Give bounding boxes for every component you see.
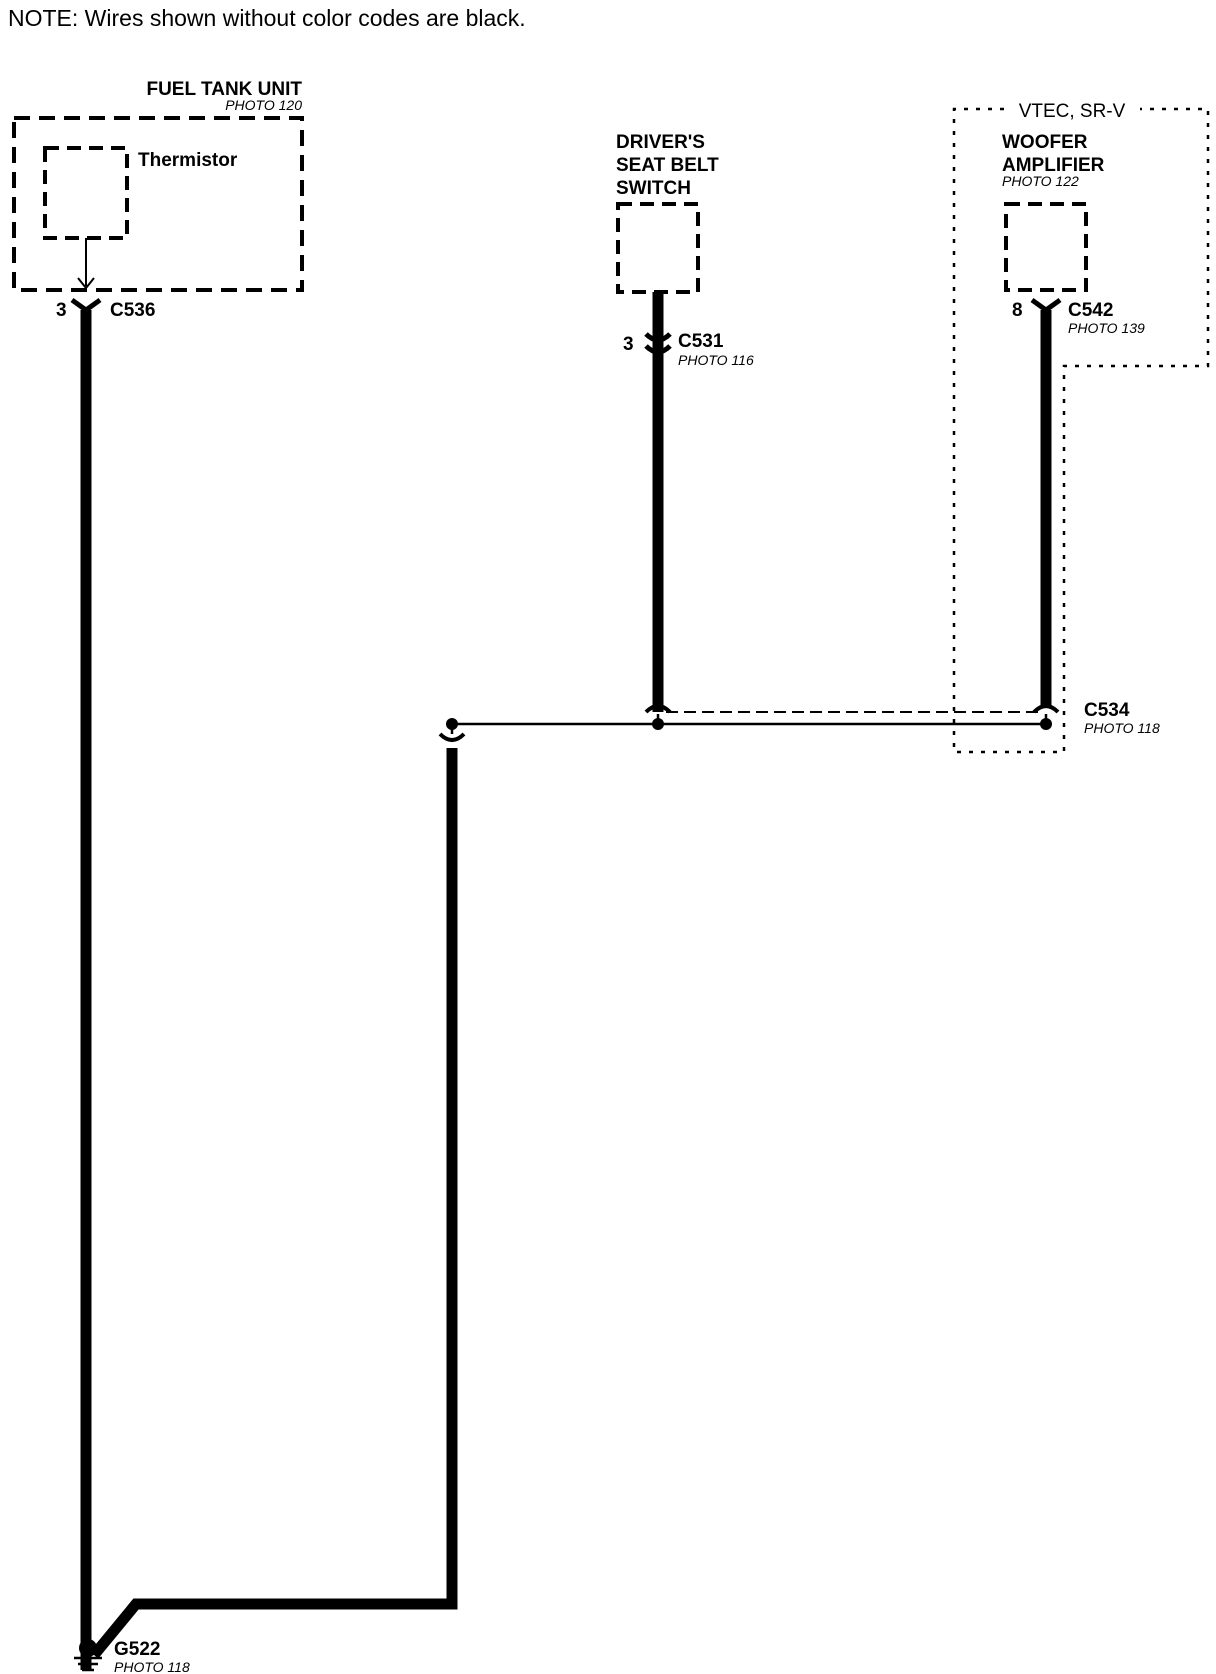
woofer-amp-title-2: AMPLIFIER — [1002, 155, 1105, 176]
woofer-amp-title-1: WOOFER — [1002, 132, 1088, 153]
c542-label: C542 — [1068, 300, 1113, 321]
c536-pin: 3 — [56, 300, 67, 321]
seat-belt-switch-box — [616, 202, 700, 294]
c531-connector-top — [644, 332, 672, 343]
splice-dot-middle — [652, 718, 664, 730]
ground-point — [79, 1639, 97, 1657]
woofer-amp-photo: PHOTO 122 — [1002, 173, 1079, 189]
c542-photo: PHOTO 139 — [1068, 320, 1145, 336]
seat-belt-switch-title-1: DRIVER'S — [616, 132, 705, 153]
thermistor-arrow — [77, 277, 95, 290]
fuel-tank-unit-photo: PHOTO 120 — [225, 97, 302, 113]
g522-photo: PHOTO 118 — [114, 1659, 190, 1674]
c536-connector-symbol — [70, 297, 102, 314]
c534-photo: PHOTO 118 — [1084, 720, 1160, 736]
option-label: VTEC, SR-V — [1019, 101, 1126, 122]
c531-pin: 3 — [623, 334, 634, 355]
c531-photo: PHOTO 116 — [678, 352, 754, 368]
fuel-tank-unit-box — [12, 116, 304, 292]
c542-pin: 8 — [1012, 300, 1023, 321]
c531-label: C531 — [678, 331, 724, 352]
woofer-amp-box — [1004, 202, 1088, 292]
seat-belt-switch-title-3: SWITCH — [616, 178, 691, 199]
fuel-tank-unit-title: FUEL TANK UNIT — [146, 79, 302, 100]
c534-woofer-cavity — [1032, 704, 1060, 714]
splice-dot-right — [1040, 718, 1052, 730]
c534-label: C534 — [1084, 700, 1130, 721]
wire-g522-to-splice — [89, 748, 458, 1659]
g522-label: G522 — [114, 1639, 160, 1660]
splice-dot-left — [446, 718, 458, 730]
c536-label: C536 — [110, 300, 155, 321]
c531-connector-bottom — [644, 344, 672, 355]
seat-belt-switch-title-2: SEAT BELT — [616, 155, 719, 176]
c542-connector-symbol — [1030, 297, 1062, 314]
thermistor-label: Thermistor — [138, 150, 238, 171]
c534-ground-cavity — [438, 732, 466, 742]
note-text: NOTE: Wires shown without color codes ar… — [8, 5, 526, 31]
option-dotted-box — [952, 107, 1210, 754]
c534-seat-belt-cavity — [644, 704, 672, 714]
thermistor-box — [43, 146, 129, 240]
